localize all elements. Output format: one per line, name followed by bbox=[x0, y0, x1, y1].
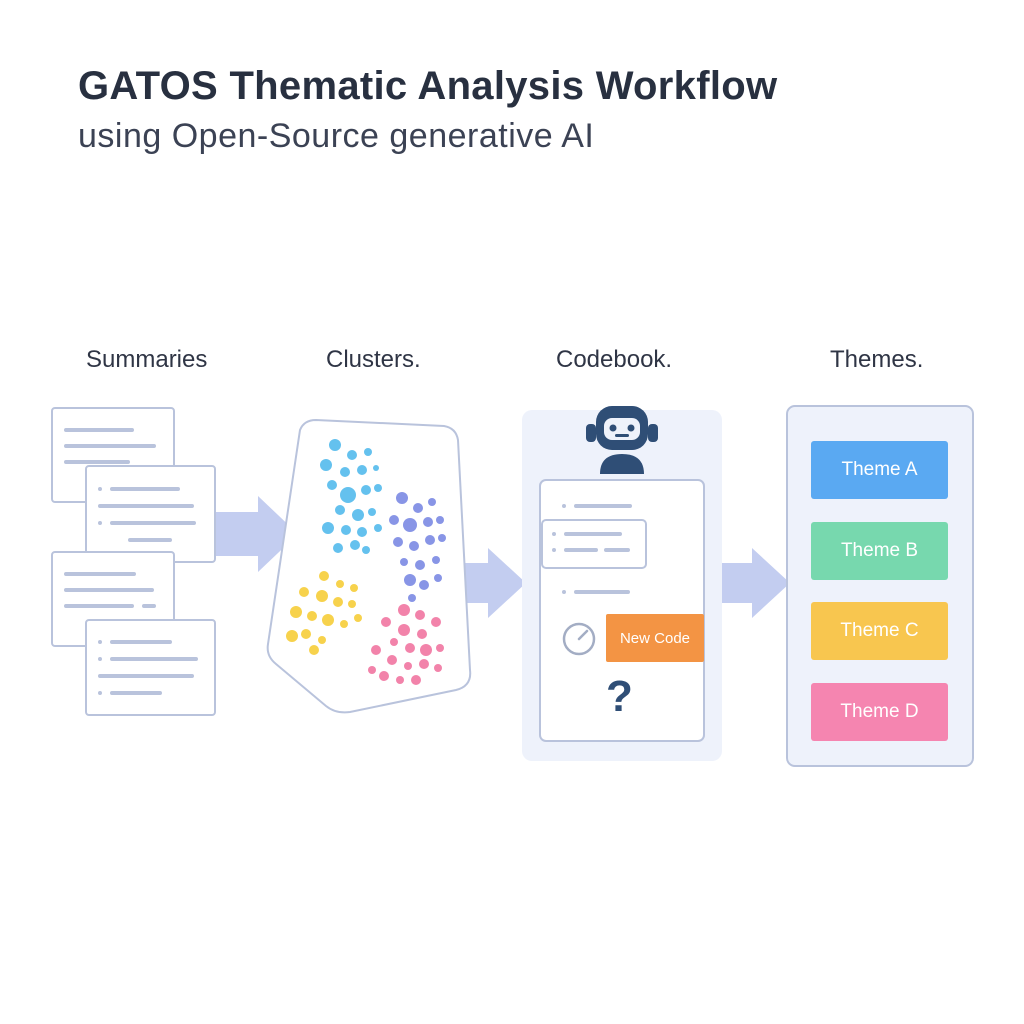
cluster-point bbox=[404, 662, 412, 670]
cluster-point bbox=[381, 617, 391, 627]
cluster-point bbox=[389, 515, 399, 525]
page-title: GATOS Thematic Analysis Workflow bbox=[78, 64, 778, 108]
cluster-point bbox=[413, 503, 423, 513]
cluster-point bbox=[400, 558, 408, 566]
question-mark-icon: ? bbox=[606, 672, 633, 721]
cluster-point bbox=[348, 600, 356, 608]
cluster-point bbox=[299, 587, 309, 597]
cluster-point bbox=[434, 664, 442, 672]
cluster-point bbox=[307, 611, 317, 621]
theme-d-badge: Theme D bbox=[811, 683, 948, 741]
clock-icon bbox=[562, 622, 596, 656]
page-subtitle: using Open-Source generative AI bbox=[78, 117, 595, 155]
cluster-points bbox=[286, 439, 446, 685]
cluster-point bbox=[374, 484, 382, 492]
cluster-point bbox=[347, 450, 357, 460]
cluster-point bbox=[333, 597, 343, 607]
cluster-point bbox=[316, 590, 328, 602]
robot-headset-icon bbox=[586, 406, 658, 474]
cluster-point bbox=[340, 487, 356, 503]
summary-stack bbox=[51, 407, 216, 716]
cluster-point bbox=[340, 620, 348, 628]
cluster-point bbox=[398, 604, 410, 616]
cluster-point bbox=[301, 629, 311, 639]
cluster-point bbox=[373, 465, 379, 471]
codebook-entry bbox=[541, 519, 647, 569]
cluster-point bbox=[341, 525, 351, 535]
cluster-point bbox=[419, 580, 429, 590]
theme-c-badge: Theme C bbox=[811, 602, 948, 660]
cluster-point bbox=[362, 546, 370, 554]
cluster-point bbox=[322, 614, 334, 626]
cluster-point bbox=[327, 480, 337, 490]
cluster-point bbox=[340, 467, 350, 477]
cluster-point bbox=[309, 645, 319, 655]
summary-card bbox=[85, 619, 216, 716]
cluster-point bbox=[387, 655, 397, 665]
cluster-point bbox=[322, 522, 334, 534]
cluster-point bbox=[436, 644, 444, 652]
cluster-point bbox=[379, 671, 389, 681]
cluster-point bbox=[357, 527, 367, 537]
new-code-badge: New Code bbox=[606, 614, 704, 662]
cluster-point bbox=[438, 534, 446, 542]
cluster-point bbox=[432, 556, 440, 564]
cluster-point bbox=[329, 439, 341, 451]
cluster-point bbox=[364, 448, 372, 456]
theme-b-badge: Theme B bbox=[811, 522, 948, 580]
cluster-point bbox=[368, 508, 376, 516]
stage-label-summaries: Summaries bbox=[86, 346, 208, 373]
cluster-point bbox=[425, 535, 435, 545]
cluster-point bbox=[419, 659, 429, 669]
stage-label-clusters: Clusters. bbox=[326, 346, 421, 373]
cluster-point bbox=[320, 459, 332, 471]
cluster-point bbox=[393, 537, 403, 547]
cluster-point bbox=[423, 517, 433, 527]
cluster-point bbox=[357, 465, 367, 475]
cluster-point bbox=[409, 541, 419, 551]
cluster-point bbox=[335, 505, 345, 515]
cluster-point bbox=[415, 610, 425, 620]
cluster-point bbox=[350, 540, 360, 550]
cluster-point bbox=[417, 629, 427, 639]
cluster-point bbox=[428, 498, 436, 506]
cluster-point bbox=[408, 594, 416, 602]
cluster-point bbox=[286, 630, 298, 642]
cluster-point bbox=[333, 543, 343, 553]
theme-a-badge: Theme A bbox=[811, 441, 948, 499]
cluster-point bbox=[371, 645, 381, 655]
cluster-point bbox=[403, 518, 417, 532]
stage-label-themes: Themes. bbox=[830, 346, 924, 373]
cluster-point bbox=[350, 584, 358, 592]
cluster-point bbox=[420, 644, 432, 656]
cluster-point bbox=[404, 574, 416, 586]
cluster-point bbox=[405, 643, 415, 653]
cluster-point bbox=[368, 666, 376, 674]
cluster-point bbox=[396, 492, 408, 504]
arrow-summaries-to-clusters bbox=[216, 496, 298, 572]
cluster-point bbox=[434, 574, 442, 582]
arrow-codebook-to-themes bbox=[704, 548, 790, 618]
cluster-point bbox=[318, 636, 326, 644]
cluster-point bbox=[319, 571, 329, 581]
cluster-point bbox=[336, 580, 344, 588]
cluster-point bbox=[411, 675, 421, 685]
stage-label-codebook: Codebook. bbox=[556, 346, 673, 373]
cluster-point bbox=[361, 485, 371, 495]
arrow-clusters-to-codebook bbox=[454, 548, 526, 618]
cluster-point bbox=[390, 638, 398, 646]
cluster-point bbox=[374, 524, 382, 532]
cluster-point bbox=[352, 509, 364, 521]
summary-card bbox=[85, 465, 216, 563]
cluster-point bbox=[396, 676, 404, 684]
cluster-point bbox=[436, 516, 444, 524]
cluster-point bbox=[290, 606, 302, 618]
cluster-point bbox=[354, 614, 362, 622]
cluster-point bbox=[415, 560, 425, 570]
cluster-point bbox=[398, 624, 410, 636]
cluster-point bbox=[431, 617, 441, 627]
